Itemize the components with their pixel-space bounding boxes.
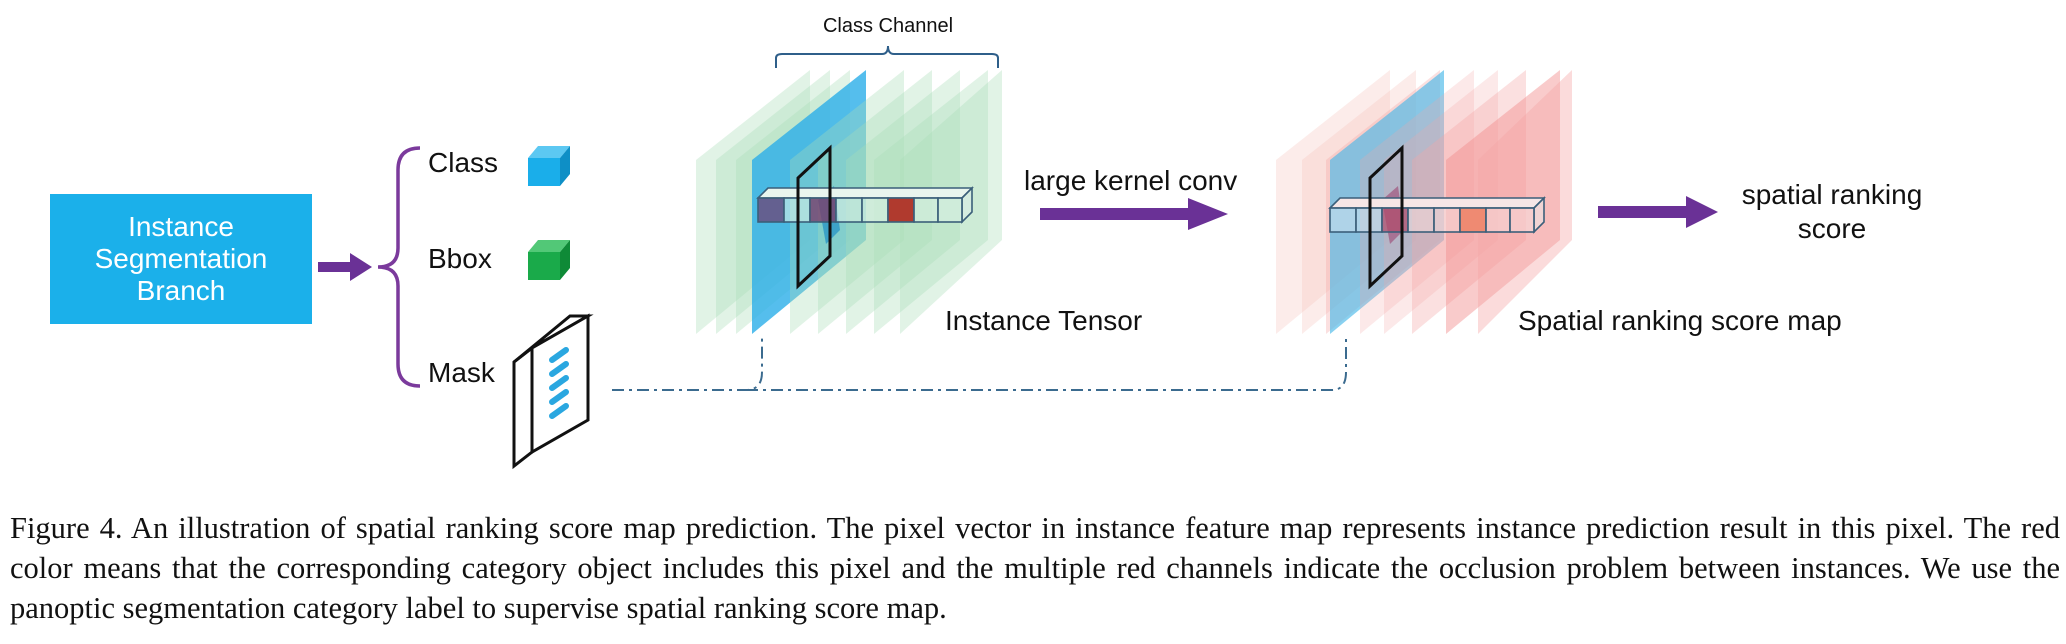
vector-cell <box>913 197 939 223</box>
vector-cell <box>937 197 963 223</box>
class-cube-icon <box>528 146 570 186</box>
mask-output-label: Mask <box>428 357 496 388</box>
score-map <box>1276 70 1572 334</box>
scoremap-pixel-vector <box>1328 196 1546 234</box>
tensor-pixel-window <box>796 144 832 290</box>
vector-cell-red <box>887 197 915 223</box>
mask-to-scoremap-connector <box>746 338 1347 391</box>
class-channel-bracket <box>775 45 999 68</box>
outputs-brace <box>377 146 421 388</box>
vector-cell <box>757 197 785 223</box>
class-output-label: Class <box>428 147 498 178</box>
vector-cell <box>1509 207 1535 233</box>
branch-label-line3: Branch <box>137 275 226 306</box>
branch-label-line2: Segmentation <box>95 243 268 274</box>
vector-cell <box>809 197 837 223</box>
tensor-pixel-vector <box>756 186 974 224</box>
instance-tensor <box>696 70 1002 334</box>
branch-to-outputs-arrow <box>318 253 372 281</box>
class-channel-label: Class Channel <box>823 15 953 37</box>
vector-cell <box>1381 207 1409 233</box>
vector-cell <box>1433 207 1461 233</box>
vector-cell <box>835 197 863 223</box>
conv-arrow <box>1040 198 1228 230</box>
result-label-line1: spatial ranking <box>1742 179 1923 210</box>
conv-label: large kernel conv <box>1024 165 1237 196</box>
scoremap-pixel-window <box>1368 144 1404 290</box>
instance-segmentation-branch-box: Instance Segmentation Branch <box>50 194 312 324</box>
result-label-line2: score <box>1798 213 1866 244</box>
vector-cell <box>1329 207 1357 233</box>
vector-cell <box>1407 207 1435 233</box>
score-map-label: Spatial ranking score map <box>1518 305 1842 336</box>
vector-cell <box>861 197 889 223</box>
bbox-output-label: Bbox <box>428 243 492 274</box>
result-arrow <box>1598 196 1718 228</box>
figure-caption: Figure 4. An illustration of spatial ran… <box>10 511 2060 625</box>
instance-tensor-label: Instance Tensor <box>945 305 1142 336</box>
bbox-cube-icon <box>528 240 570 280</box>
branch-label-line1: Instance <box>128 211 234 242</box>
vector-cell <box>1485 207 1511 233</box>
mask-stripes-icon <box>549 347 569 419</box>
diagram: Instance Segmentation Branch Class Bbox … <box>50 15 1923 470</box>
vector-cell-red <box>1459 207 1487 233</box>
mask-icon <box>512 313 594 470</box>
mask-to-tensor-connector <box>612 338 763 391</box>
